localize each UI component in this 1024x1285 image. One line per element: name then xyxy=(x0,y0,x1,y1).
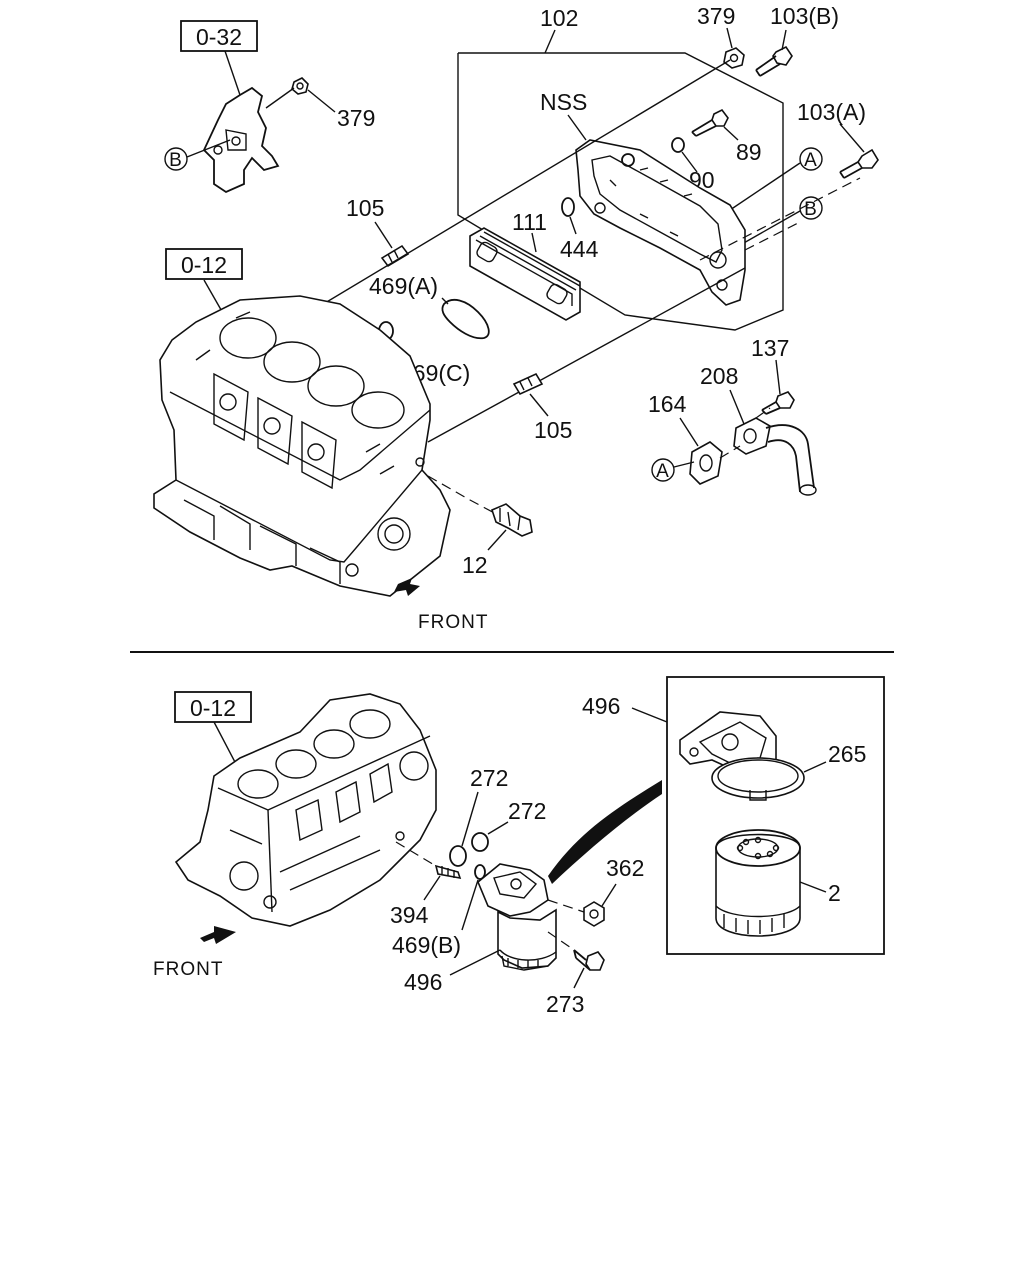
front-arrow-top xyxy=(394,578,420,596)
gasket-469a xyxy=(441,298,490,340)
nut-362 xyxy=(583,901,605,927)
detail-box-496 xyxy=(666,676,885,955)
cooler-element-111 xyxy=(469,227,581,321)
bolt-137 xyxy=(761,391,795,415)
label-102: 102 xyxy=(540,5,578,31)
plug-12 xyxy=(491,503,533,537)
marker-b-right: B xyxy=(799,196,823,220)
front-label-bottom: FRONT xyxy=(153,959,223,980)
label-208: 208 xyxy=(700,363,738,389)
o-ring-272-b xyxy=(471,832,489,852)
label-272-b: 272 xyxy=(508,798,546,824)
oil-cooler-housing xyxy=(575,139,746,306)
water-pipe-208 xyxy=(733,417,817,496)
marker-a-pipe: A xyxy=(651,458,675,482)
detail-callout-wedge xyxy=(548,780,662,884)
oil-filter-assembly-496 xyxy=(477,863,557,971)
label-265: 265 xyxy=(828,741,866,767)
label-164: 164 xyxy=(648,391,687,417)
label-379-left: 379 xyxy=(337,105,375,131)
label-137: 137 xyxy=(751,335,789,361)
oil-filter-2 xyxy=(715,829,801,937)
front-label-top: FRONT xyxy=(418,612,488,633)
label-394: 394 xyxy=(390,902,429,928)
svg-text:B: B xyxy=(804,199,818,220)
label-103b: 103(B) xyxy=(770,3,839,29)
thermostat-housing xyxy=(202,86,280,194)
nut-379-left xyxy=(291,77,309,95)
engine-block-bottom xyxy=(174,693,437,927)
dowel-105-lower xyxy=(512,372,544,396)
engine-block-top xyxy=(153,295,451,597)
label-2: 2 xyxy=(828,880,841,906)
marker-b-left: B xyxy=(164,147,188,171)
ref-box-0-12-bottom[interactable]: 0-12 xyxy=(174,691,252,723)
ref-label-0-32: 0-32 xyxy=(196,24,242,50)
label-379-top: 379 xyxy=(697,3,735,29)
ref-box-0-12-top[interactable]: 0-12 xyxy=(165,248,243,280)
svg-text:A: A xyxy=(656,461,670,482)
label-272-a: 272 xyxy=(470,765,508,791)
label-105-upper: 105 xyxy=(346,195,384,221)
front-arrow-bottom xyxy=(200,926,236,944)
nut-379-top xyxy=(723,47,745,69)
label-89: 89 xyxy=(736,139,762,165)
label-111: 111 xyxy=(512,209,547,235)
label-496-bottom: 496 xyxy=(404,969,442,995)
bolt-89 xyxy=(691,108,729,137)
o-ring-469b xyxy=(474,864,486,880)
label-nss: NSS xyxy=(540,89,587,115)
label-273: 273 xyxy=(546,991,584,1017)
o-ring-272-a xyxy=(449,845,467,867)
label-496-top: 496 xyxy=(582,693,620,719)
ref-label-0-12-bottom: 0-12 xyxy=(190,695,236,721)
gasket-164 xyxy=(689,441,723,485)
label-12: 12 xyxy=(462,552,488,578)
label-469a: 469(A) xyxy=(369,273,438,299)
label-444: 444 xyxy=(560,236,599,262)
svg-text:A: A xyxy=(804,150,818,171)
o-ring-444 xyxy=(561,197,575,217)
label-103a: 103(A) xyxy=(797,99,866,125)
ref-box-0-32[interactable]: 0-32 xyxy=(180,20,258,52)
washer-90 xyxy=(671,137,685,153)
svg-text:B: B xyxy=(169,150,183,171)
gasket-265 xyxy=(711,757,805,801)
bolt-103b xyxy=(755,45,793,77)
stud-394 xyxy=(434,864,462,880)
ref-label-0-12-top: 0-12 xyxy=(181,252,227,278)
marker-a-right: A xyxy=(799,147,823,171)
label-469b: 469(B) xyxy=(392,932,461,958)
bolt-273 xyxy=(573,949,605,971)
label-362: 362 xyxy=(606,855,644,881)
bolt-103a xyxy=(839,148,879,179)
label-105-lower: 105 xyxy=(534,417,572,443)
